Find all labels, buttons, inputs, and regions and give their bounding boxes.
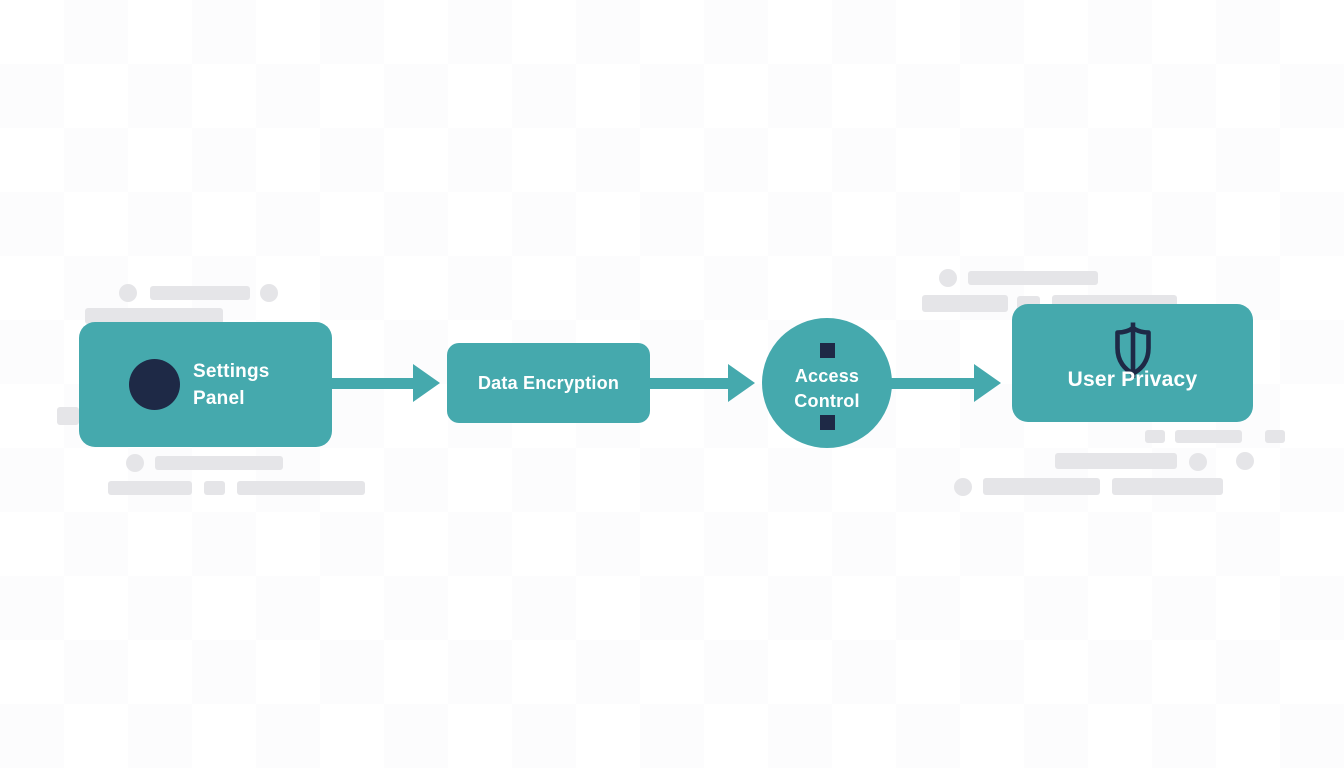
placeholder-bar: [1175, 430, 1242, 443]
node-label: Settings Panel: [193, 361, 270, 409]
placeholder-circle: [1236, 452, 1254, 470]
placeholder-circle: [126, 454, 144, 472]
node-label: Data Encryption: [477, 373, 620, 393]
filled-circle-icon: [129, 359, 180, 410]
placeholder-square: [1145, 430, 1165, 443]
placeholder-bar: [922, 295, 1008, 312]
placeholder-bar: [968, 271, 1098, 285]
placeholder-bar: [983, 478, 1100, 495]
placeholder-bar: [155, 456, 283, 470]
placeholder-bar: [85, 308, 223, 324]
node-data-encryption[interactable]: Data Encryption: [447, 343, 650, 423]
node-label: User Privacy: [1067, 368, 1198, 391]
placeholder-bar: [1112, 478, 1223, 495]
placeholder-circle: [1189, 453, 1207, 471]
shield-icon: [1108, 321, 1158, 384]
node-settings-panel[interactable]: Settings Panel: [79, 322, 332, 447]
placeholder-circle: [954, 478, 972, 496]
placeholder-square: [204, 481, 225, 495]
placeholder-bar: [108, 481, 192, 495]
arrowhead-icon: [974, 364, 1001, 402]
placeholder-square: [1265, 430, 1285, 443]
arrowhead-icon: [728, 364, 755, 402]
placeholder-circle: [260, 284, 278, 302]
node-label: Access Control: [794, 366, 860, 411]
connector-shaft-3: [890, 378, 976, 389]
square-marker-icon: [820, 415, 835, 430]
placeholder-bar: [1055, 453, 1177, 469]
arrowhead-icon: [413, 364, 440, 402]
placeholder-square: [57, 407, 79, 425]
placeholder-bar: [237, 481, 365, 495]
node-access-control[interactable]: Access Control: [762, 318, 892, 448]
square-marker-icon: [820, 343, 835, 358]
placeholder-circle: [119, 284, 137, 302]
placeholder-circle: [939, 269, 957, 287]
placeholder-bar: [150, 286, 250, 300]
connector-shaft-1: [330, 378, 415, 389]
node-user-privacy[interactable]: User Privacy: [1012, 304, 1253, 422]
connector-shaft-2: [648, 378, 730, 389]
